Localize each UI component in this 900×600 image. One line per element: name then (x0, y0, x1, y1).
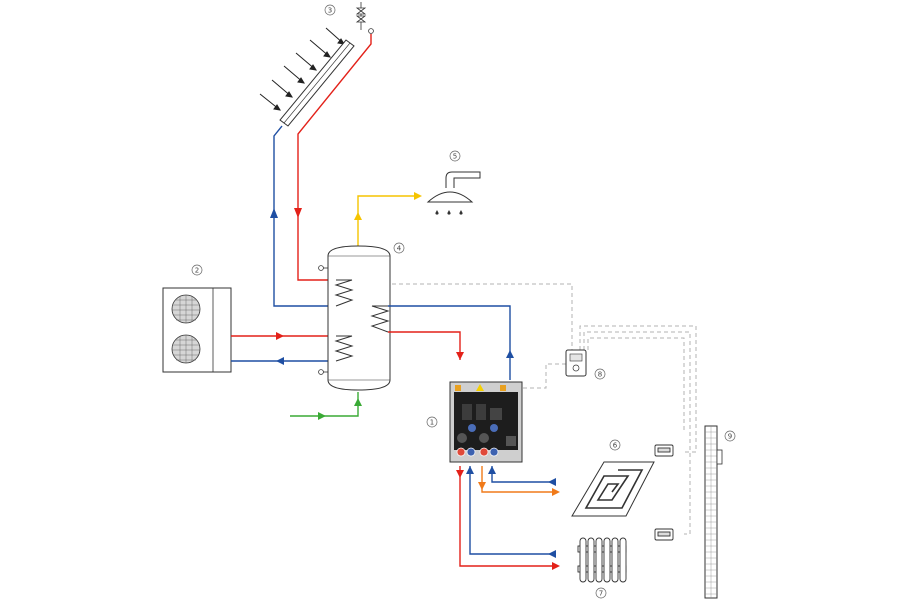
callout-1: 1 (426, 416, 438, 428)
fan-grille-icon (171, 294, 201, 364)
svg-text:7: 7 (599, 590, 603, 598)
radiator-icon (577, 537, 627, 583)
floor-heating-icon (571, 461, 655, 517)
svg-text:6: 6 (613, 442, 618, 450)
callout-9: 9 (724, 430, 736, 442)
svg-text:8: 8 (598, 371, 602, 379)
heat-exchanger-coil-icon (334, 279, 390, 362)
room-thermostat-icon (654, 444, 674, 541)
callout-2: 2 (191, 264, 203, 276)
callout-4: 4 (393, 242, 405, 254)
floor-heating-flow-pipe (481, 466, 556, 493)
callout-5: 5 (449, 150, 461, 162)
radiator-return-pipe (469, 466, 556, 555)
sun-ray-arrows (259, 27, 345, 111)
control-wiring (392, 283, 697, 535)
callout-8: 8 (594, 368, 606, 380)
sensor-icon (318, 265, 328, 375)
hydraulic-module (449, 381, 523, 463)
solar-flow-pipe (297, 34, 372, 281)
hot-water-pipe (357, 195, 414, 246)
svg-text:2: 2 (195, 267, 199, 275)
solar-return-pipe (273, 125, 336, 307)
storage-tank (318, 245, 391, 391)
callout-7: 7 (595, 587, 607, 599)
controller-icon (565, 349, 587, 377)
room-wall (704, 425, 723, 599)
shower-icon (426, 171, 481, 215)
callout-6: 6 (609, 439, 621, 451)
module-to-tank-return-pipe (388, 305, 511, 380)
svg-text:9: 9 (728, 433, 732, 441)
outdoor-sensor-icon (716, 449, 723, 465)
air-vent-valve-icon (355, 2, 367, 30)
cold-water-inlet-pipe (290, 392, 359, 417)
callout-3: 3 (324, 4, 336, 16)
radiator-flow-pipe (459, 466, 556, 567)
svg-text:1: 1 (430, 419, 434, 427)
svg-text:4: 4 (397, 245, 402, 253)
svg-text:5: 5 (453, 153, 457, 161)
tank-to-module-flow-pipe (388, 331, 461, 360)
heat-pump-unit (162, 287, 232, 373)
svg-text:3: 3 (328, 7, 332, 15)
floor-heating-return-pipe (491, 466, 556, 483)
solar-collector (259, 27, 355, 127)
